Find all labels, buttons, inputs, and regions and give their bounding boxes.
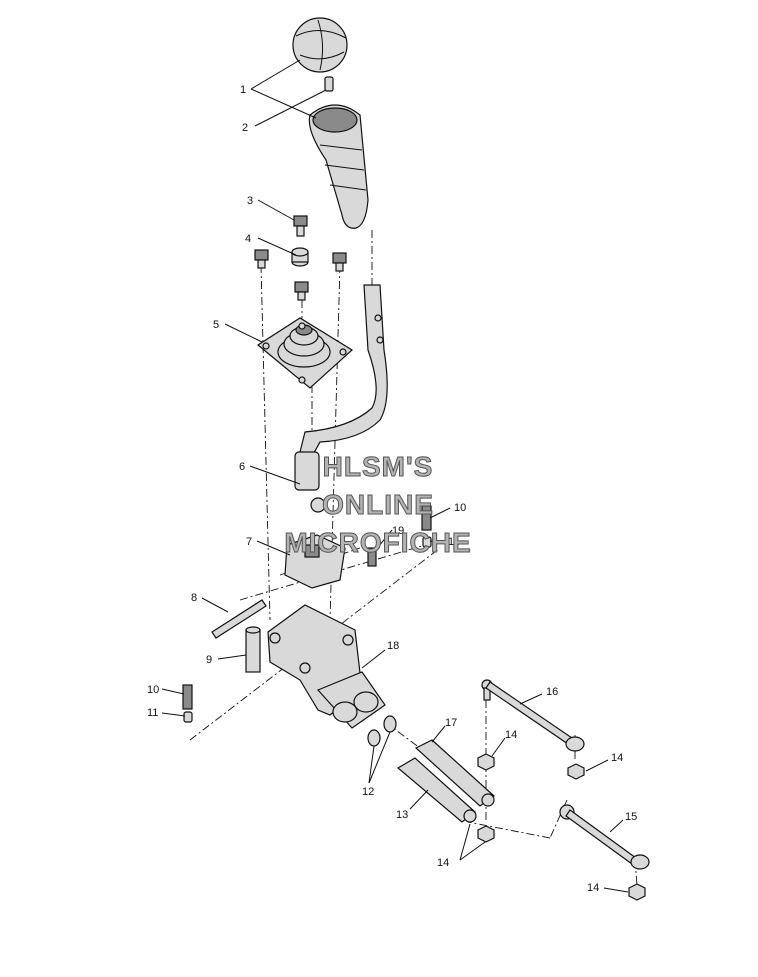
- left-bolt: [254, 249, 269, 269]
- callout-1: 1: [240, 84, 246, 96]
- callout-10-right: 10: [454, 502, 466, 514]
- callout-11-right: 11: [448, 536, 459, 548]
- shift-rod-13: [396, 757, 477, 823]
- watermark-line-3: MICROFICHE: [284, 527, 471, 558]
- tie-rod-16: [481, 679, 585, 752]
- spring-19: [367, 547, 377, 567]
- callout-6: 6: [239, 461, 245, 473]
- detent-left: [183, 711, 193, 723]
- callout-19: 19: [392, 525, 404, 537]
- tie-rod-15: [559, 804, 650, 870]
- shift-lever: [294, 284, 388, 513]
- callout-11-left: 11: [147, 707, 158, 719]
- selector-housing: [267, 604, 386, 729]
- watermark: HLSM'S ONLINE MICROFICHE: [284, 451, 471, 559]
- callout-9: 9: [206, 654, 212, 666]
- bushing: [291, 247, 309, 267]
- spring-left: [182, 684, 193, 710]
- callout-14-b: 14: [611, 752, 623, 764]
- callout-18: 18: [387, 640, 399, 652]
- shift-handle: [308, 104, 369, 229]
- shift-rod-17: [414, 739, 495, 807]
- callout-10-left: 10: [147, 684, 159, 696]
- watermark-line-1: HLSM'S: [323, 451, 434, 482]
- callout-16: 16: [546, 686, 558, 698]
- callout-12: 12: [362, 786, 374, 798]
- nut-d: [628, 883, 646, 901]
- center-bolt: [294, 281, 309, 301]
- detent-right: [422, 536, 432, 548]
- callout-14-a: 14: [505, 729, 517, 741]
- right-bolt: [332, 252, 347, 272]
- callout-14-c: 14: [437, 857, 449, 869]
- nut-a: [477, 753, 495, 771]
- shift-knob: [292, 17, 348, 73]
- nut-b: [567, 763, 585, 780]
- callout-13: 13: [396, 809, 408, 821]
- pin-long: [211, 599, 267, 639]
- pin-short: [245, 626, 261, 673]
- callout-3: 3: [247, 195, 253, 207]
- callout-8: 8: [191, 592, 197, 604]
- callout-labels: 1 2 3 4 5 6 7 8 9 10 10 11 11 12 13 14 1…: [147, 84, 637, 894]
- callout-4: 4: [245, 233, 251, 245]
- shift-fork: [284, 534, 346, 589]
- top-bolt: [293, 215, 308, 237]
- boot-plate: [256, 317, 353, 389]
- callout-15: 15: [625, 811, 637, 823]
- callout-17: 17: [445, 717, 457, 729]
- callout-2: 2: [242, 122, 248, 134]
- watermark-line-2: ONLINE: [322, 489, 434, 520]
- nut-c: [477, 825, 495, 843]
- callout-5: 5: [213, 319, 219, 331]
- callout-14-d: 14: [587, 882, 599, 894]
- callout-7: 7: [246, 536, 252, 548]
- leader-lines: [161, 59, 629, 893]
- knob-screw: [324, 76, 334, 92]
- washers: [367, 715, 397, 747]
